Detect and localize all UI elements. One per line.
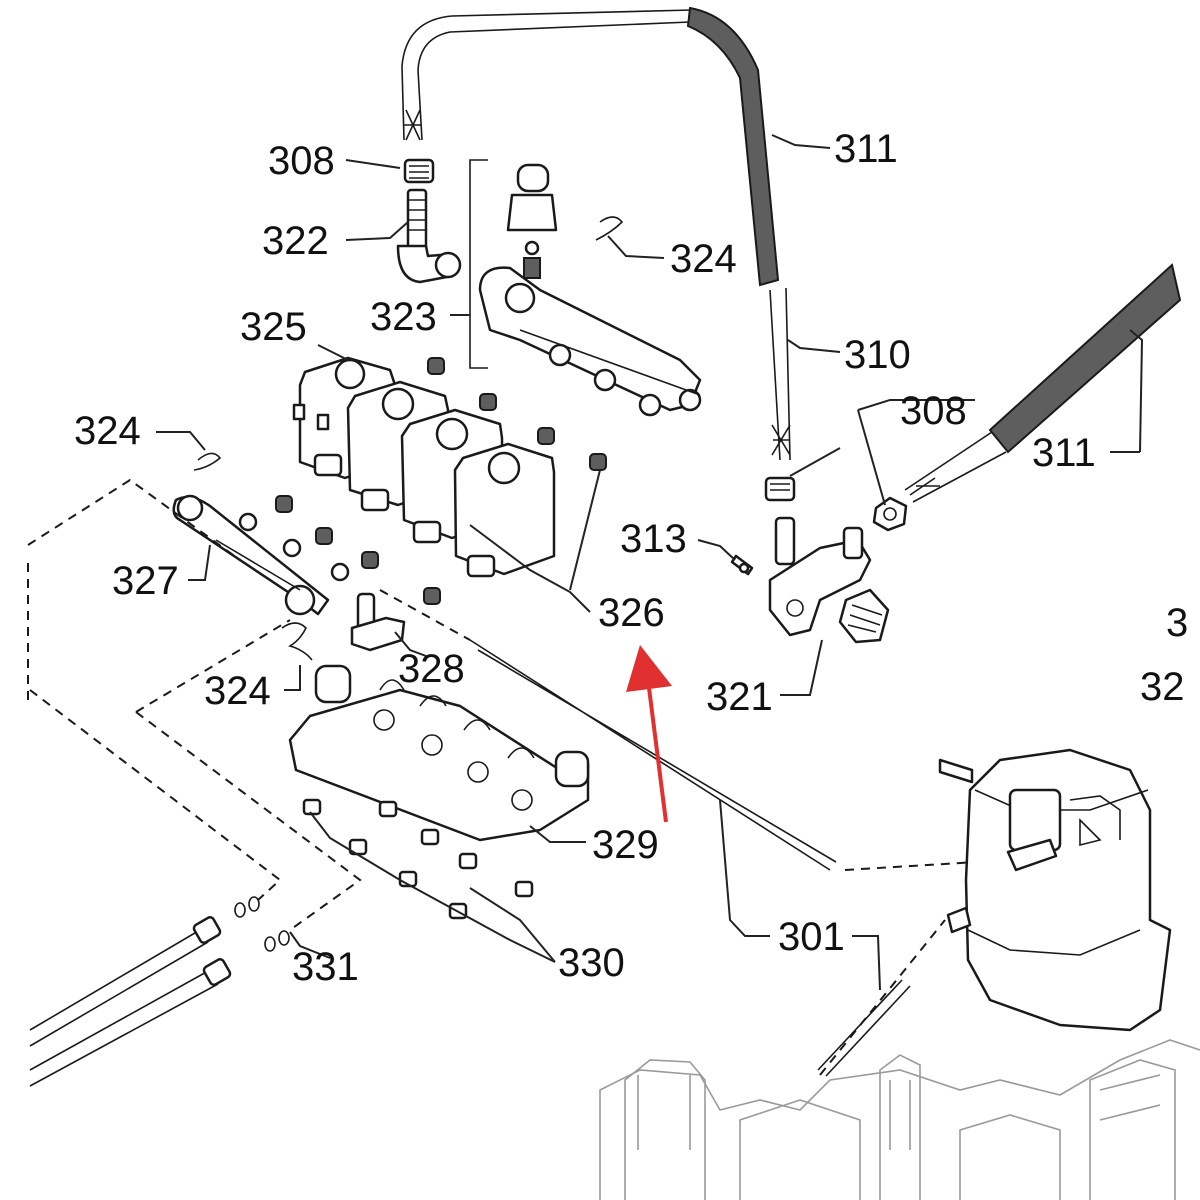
hose-311-right — [904, 263, 1182, 503]
label-313: 313 — [620, 517, 687, 561]
elbow-fitting-322 — [396, 188, 462, 284]
label-324-left: 324 — [74, 409, 141, 453]
label-322: 322 — [262, 219, 329, 263]
spring-clip-324-top — [595, 216, 624, 241]
label-edge-3: 3 — [1166, 601, 1188, 645]
spring-clip-324-left — [193, 452, 222, 471]
dashed-assembly-lines — [27, 478, 1011, 1076]
leader-lines — [156, 134, 1144, 991]
manifold-327 — [172, 494, 350, 616]
screw-313 — [730, 554, 754, 576]
label-325: 325 — [240, 305, 307, 349]
label-329: 329 — [592, 823, 659, 867]
label-323: 323 — [370, 295, 437, 339]
holder-plate-329 — [288, 664, 590, 842]
label-308-top: 308 — [268, 139, 335, 183]
label-327: 327 — [112, 559, 179, 603]
label-324-top: 324 — [670, 237, 737, 281]
hose-311-top — [401, 6, 791, 461]
label-311-top: 311 — [834, 127, 898, 171]
valve-assembly-323 — [469, 159, 702, 417]
water-tank — [938, 748, 1172, 1032]
tube-301 — [469, 639, 911, 1077]
label-321: 321 — [706, 675, 773, 719]
label-310: 310 — [844, 333, 911, 377]
springs-326 — [275, 357, 607, 605]
valve-bracket-321 — [768, 516, 890, 644]
solenoid-valve-block-325 — [292, 356, 556, 578]
nut-308-top — [403, 158, 435, 184]
label-331: 331 — [292, 945, 359, 989]
label-301: 301 — [778, 915, 845, 959]
label-326: 326 — [598, 591, 665, 635]
label-324-bottom: 324 — [204, 669, 271, 713]
nut-308-middle — [764, 476, 796, 502]
tubes-and-orings-331 — [29, 896, 290, 1087]
label-328: 328 — [398, 647, 465, 691]
spring-clip-324-bottom — [281, 622, 313, 661]
red-arrow-indicator — [626, 645, 672, 823]
part-labels: 308 322 323 324 325 324 327 324 328 326 … — [74, 127, 1188, 989]
screws-330 — [302, 798, 534, 920]
label-edge-32: 32 — [1140, 665, 1185, 709]
label-330: 330 — [558, 941, 625, 985]
label-308-right: 308 — [900, 389, 967, 433]
base-housing-outline — [599, 1039, 1200, 1200]
nut-308-right — [872, 496, 908, 532]
label-311-right: 311 — [1032, 431, 1096, 475]
elbow-fitting-328 — [350, 592, 406, 652]
